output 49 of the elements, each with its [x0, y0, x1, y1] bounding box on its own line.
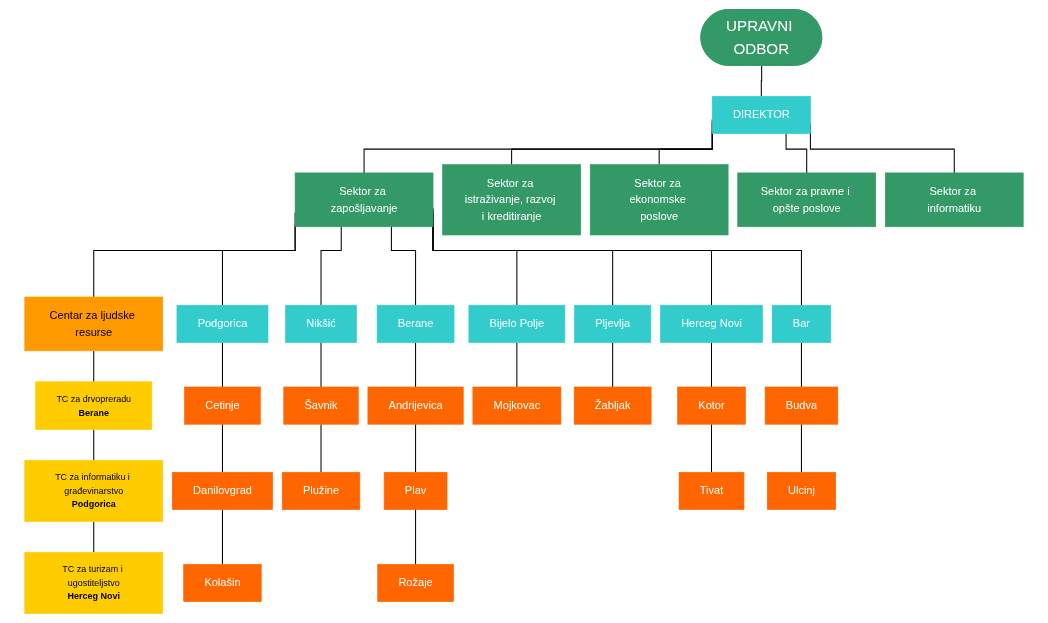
connector [415, 423, 417, 473]
node-box: Kotor [677, 386, 746, 425]
node-box: DIREKTOR [711, 96, 811, 134]
connector [785, 133, 808, 174]
node-box: Plav [383, 471, 448, 510]
node-box: Bijelo Polje [468, 304, 566, 343]
node-box: Tivat [678, 471, 745, 510]
node-box: Pljevlja [574, 304, 652, 343]
node-box: Herceg Novi [660, 304, 763, 343]
node-box: Andrijevica [367, 386, 464, 425]
node-box: Nikšić [285, 304, 357, 343]
connector [800, 423, 802, 473]
connector [415, 342, 417, 388]
node-box: Cetinje [184, 386, 261, 425]
node-box: Rožaje [377, 564, 454, 602]
node-box: Sektor za istraživanje, razvoj i kreditiranje [442, 164, 581, 236]
node-box: Žabljak [573, 386, 652, 425]
node-box: Centar za ljudske resurse [24, 296, 164, 352]
connector [760, 65, 763, 97]
node-box: Sektor za ekonomske poslove [589, 164, 729, 236]
connector [93, 428, 95, 461]
node-box: Sektor za informatiku [884, 172, 1024, 228]
node-box: Danilovgrad [172, 471, 273, 510]
connector [711, 342, 712, 388]
node-box: Mojkovac [472, 386, 562, 425]
node-box: Plužine [281, 471, 361, 510]
node-box: TC za turizam i ugostiteljstvo Herceg Novi [24, 552, 164, 614]
node-box: Šavnik [283, 386, 359, 425]
connector [711, 423, 712, 473]
connector [390, 226, 417, 306]
node-box: Budva [764, 386, 839, 425]
connector [221, 509, 223, 565]
node-box: Berane [376, 304, 455, 343]
node-box: Bar [771, 304, 832, 343]
connector [320, 226, 342, 306]
node-box: Sektor za pravne i opšte poslove [737, 172, 876, 228]
node-box: Podgorica [176, 304, 269, 343]
connector [93, 520, 95, 553]
connector [800, 342, 802, 388]
connector [612, 342, 614, 388]
node-box: Sektor za zapošljavanje [294, 172, 434, 228]
node-box: TC za drvopreradu Berane [35, 381, 153, 430]
connector [415, 509, 417, 565]
node-box: TC za informatiku i građevinarstvo Podgorica [24, 460, 164, 522]
connector [221, 423, 223, 473]
node-box: Ulcinj [766, 471, 836, 510]
node-box: Kolašin [183, 564, 262, 602]
connector [221, 342, 223, 388]
connector [93, 350, 95, 383]
